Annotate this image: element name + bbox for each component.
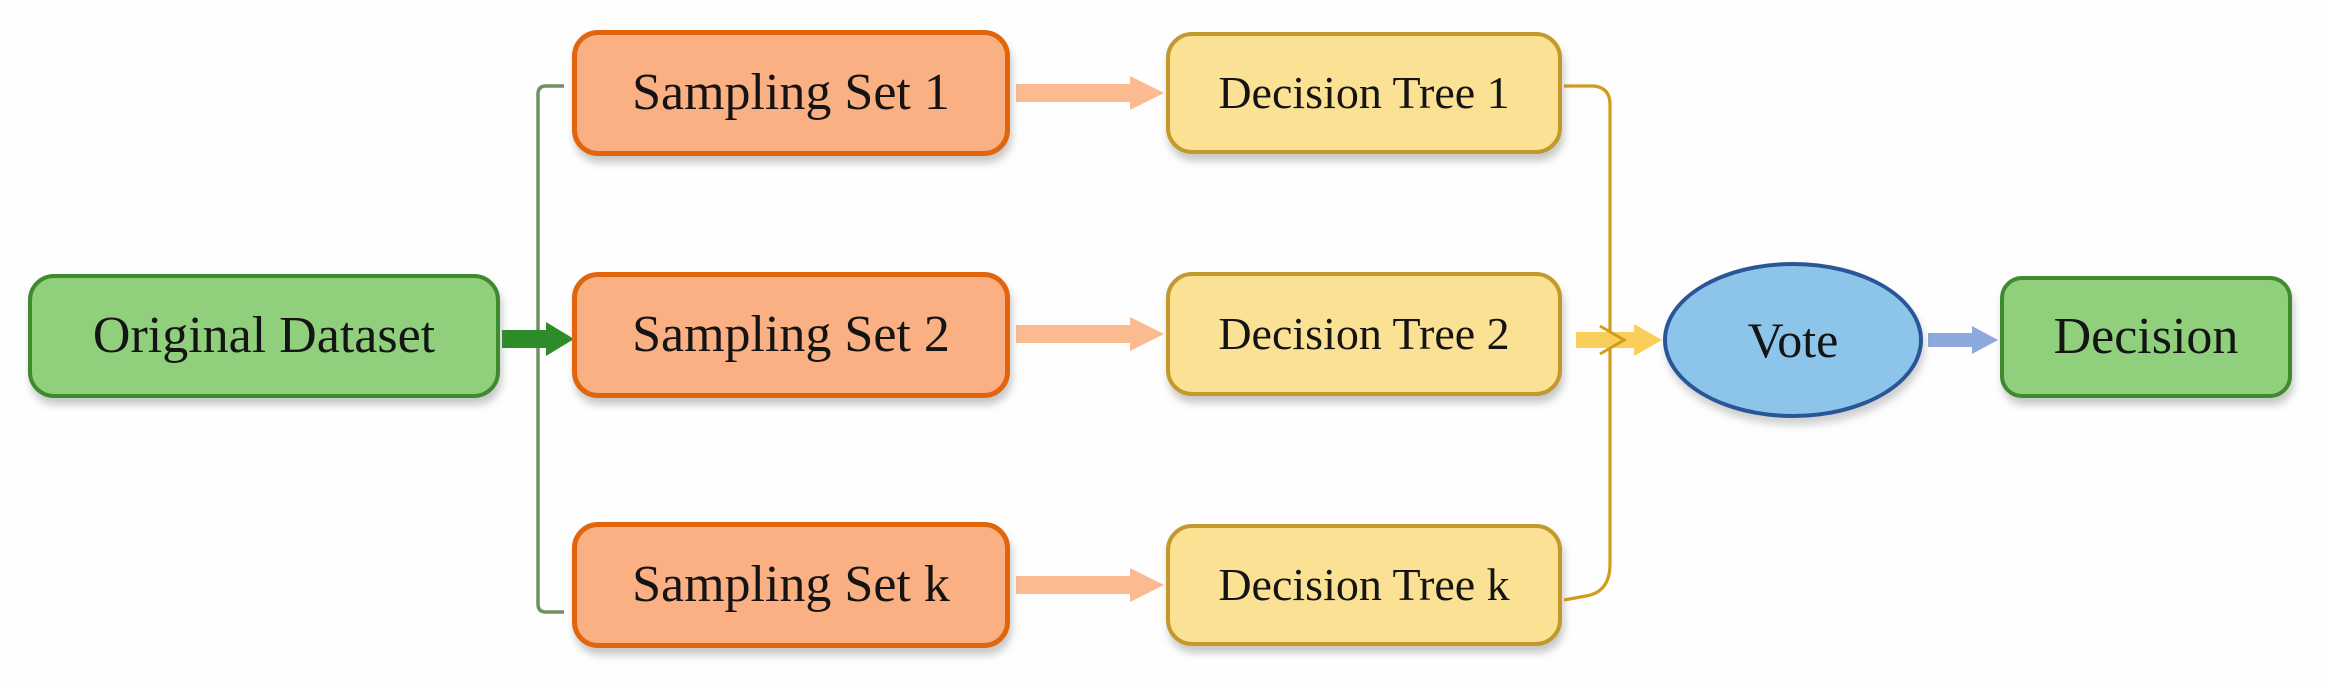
merge-chevron-icon bbox=[1599, 324, 1627, 356]
arrow-sampling1-to-tree1-icon bbox=[1016, 76, 1164, 110]
node-decision-tree-2: Decision Tree 2 bbox=[1166, 272, 1562, 396]
arrow-samplingk-to-treek-icon bbox=[1016, 568, 1164, 602]
arrow-vote-to-decision-icon bbox=[1928, 326, 1998, 354]
node-decision: Decision bbox=[2000, 276, 2292, 398]
arrow-sampling2-to-tree2-icon bbox=[1016, 317, 1164, 351]
split-bracket bbox=[536, 84, 564, 614]
node-sampling-set-2: Sampling Set 2 bbox=[572, 272, 1010, 398]
node-decision-tree-k: Decision Tree k bbox=[1166, 524, 1562, 646]
node-sampling-set-1: Sampling Set 1 bbox=[572, 30, 1010, 156]
node-decision-tree-1: Decision Tree 1 bbox=[1166, 32, 1562, 154]
node-sampling-set-k: Sampling Set k bbox=[572, 522, 1010, 648]
node-original-dataset: Original Dataset bbox=[28, 274, 500, 398]
node-vote: Vote bbox=[1663, 262, 1923, 418]
arrow-trees-to-vote-icon bbox=[1576, 324, 1662, 356]
arrow-original-to-sampling-icon bbox=[502, 322, 574, 356]
